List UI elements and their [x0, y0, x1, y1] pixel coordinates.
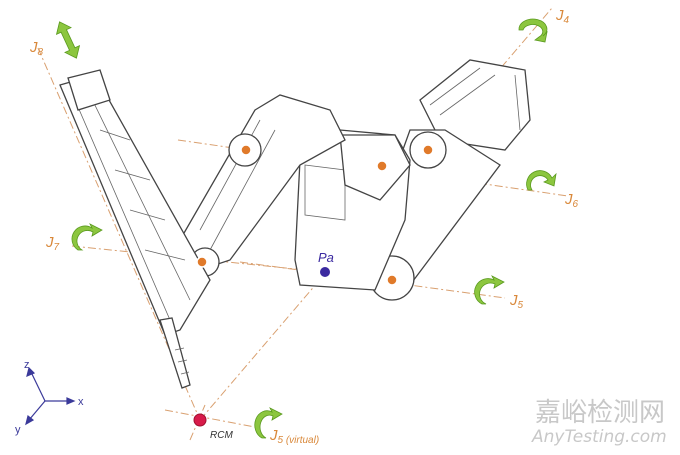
joint-j7 [196, 256, 208, 268]
j7-label: J7 [45, 234, 60, 253]
rcm-label: RCM [210, 430, 233, 441]
z-axis-label: z [24, 359, 30, 371]
y-axis-label: y [15, 424, 21, 436]
tool-shaft [159, 317, 191, 389]
j4-label: J4 [555, 7, 570, 26]
j7-rotation-arrow-icon [71, 223, 103, 251]
joint-j6 [376, 160, 388, 172]
joint-j5 [386, 274, 398, 286]
instrument-holder [59, 74, 211, 336]
j5-label: J5 [509, 292, 524, 311]
watermark-url: AnyTesting.com [531, 427, 667, 447]
j8-translation-arrow-icon [55, 21, 81, 59]
j5-virtual-rotation-arrow-icon [254, 407, 283, 439]
joint-upper [240, 144, 252, 156]
rcm-axis [164, 409, 261, 429]
j5-rotation-arrow-icon [474, 275, 505, 305]
j6-rotation-arrow-icon [526, 170, 557, 191]
j4-rotation-arrow-icon [518, 18, 548, 43]
x-axis-label: x [78, 396, 84, 408]
pa-label: Pa [318, 250, 334, 265]
coordinate-frame [25, 366, 76, 426]
joint-j4 [422, 144, 434, 156]
rcm-point [193, 413, 207, 427]
robot-arm [59, 59, 531, 389]
rotation-arrows [55, 18, 557, 439]
j5-virtual-label: J5 (virtual) [269, 427, 319, 446]
watermark-chinese: 嘉峪检测网 [535, 398, 665, 428]
j6-label: J6 [564, 191, 579, 210]
pa-point [320, 267, 330, 277]
j8-label: J8 [29, 39, 44, 58]
